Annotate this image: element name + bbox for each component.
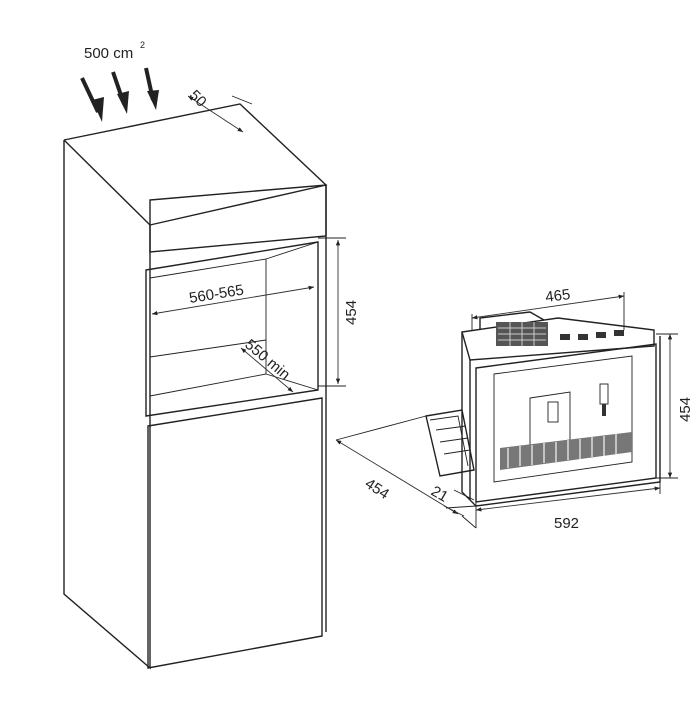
tall-cabinet — [63, 103, 328, 670]
control-panel — [560, 330, 624, 340]
niche-height-dimension — [318, 237, 346, 387]
appliance-depth-dimension — [335, 415, 459, 515]
appliance-width-dimension — [461, 480, 661, 529]
arrow-down-icon — [80, 77, 104, 122]
niche-height-label: 454 — [343, 300, 360, 325]
front-offset-label: 21 — [428, 483, 451, 506]
appliance-height-dimension — [656, 333, 678, 479]
niche-width-dimension — [151, 285, 315, 316]
drip-tray — [500, 432, 632, 470]
coffee-machine — [425, 311, 661, 507]
arrow-down-icon — [144, 67, 159, 110]
top-width-dimension — [471, 292, 625, 330]
airflow-label: 500 cm — [84, 45, 133, 62]
niche-depth-label: 550 min — [241, 336, 293, 383]
niche-depth-dimension — [240, 347, 294, 393]
appliance-height-label: 454 — [677, 397, 694, 422]
top-width-label: 465 — [544, 286, 571, 306]
airflow-arrows — [80, 67, 159, 122]
airflow-superscript: 2 — [140, 40, 145, 50]
pullout-drawer — [425, 409, 475, 477]
front-offset-dimension — [443, 489, 477, 517]
arrow-down-icon — [111, 71, 129, 114]
bean-hopper — [496, 322, 548, 346]
appliance-depth-label: 454 — [362, 475, 392, 503]
appliance-width-label: 592 — [554, 515, 579, 532]
top-gap-label: 50 — [186, 87, 210, 111]
top-gap-dimension — [187, 95, 253, 133]
